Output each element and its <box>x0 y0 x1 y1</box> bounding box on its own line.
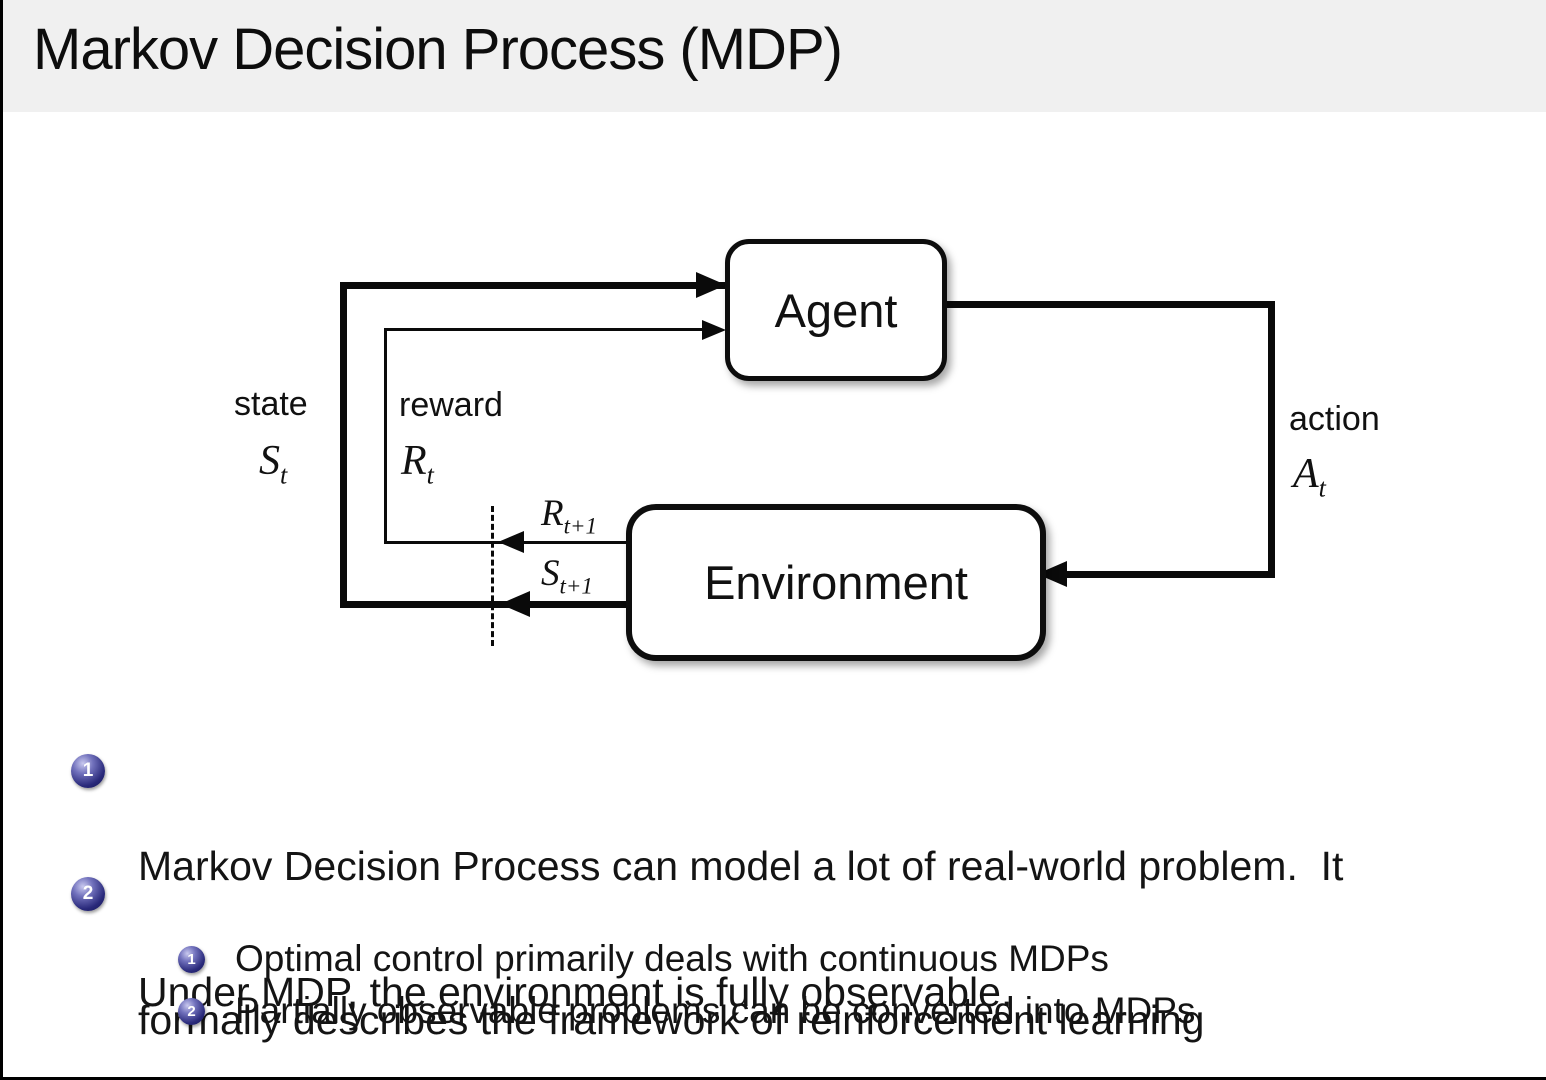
state-line-top <box>340 282 725 289</box>
page-title: Markov Decision Process (MDP) <box>33 17 843 82</box>
next-state-line <box>340 601 628 608</box>
state-label: state <box>234 385 308 423</box>
mdp-diagram: Agent Environment state St reward Rt act… <box>3 0 1546 700</box>
reward-label: reward <box>399 386 503 424</box>
sub-bullet-1-text: Optimal control primarily deals with con… <box>235 938 1109 979</box>
action-label: action <box>1289 400 1380 438</box>
environment-label: Environment <box>704 556 968 609</box>
time-boundary-dashed-line <box>491 506 494 646</box>
sub-bullet-2-text: Partially observable problems can be con… <box>235 990 1196 1031</box>
sub-bullet-2-badge: 2 <box>178 998 205 1025</box>
reward-line-top <box>384 328 704 331</box>
bullet-1-badge: 1 <box>71 754 105 788</box>
state-symbol: St <box>259 438 288 490</box>
next-state-arrowhead <box>500 591 530 617</box>
environment-box: Environment <box>626 504 1046 661</box>
agent-label: Agent <box>774 283 898 337</box>
sub-bullet-1-badge: 1 <box>178 946 205 973</box>
next-reward-arrowhead <box>498 531 524 553</box>
bullet-2-text: Under MDP, the environment is fully obse… <box>138 969 1013 1015</box>
action-line-bottom <box>1061 571 1275 578</box>
reward-arrowhead-into-agent <box>702 320 726 340</box>
action-line-top <box>933 301 1275 308</box>
state-line-left-vertical <box>340 282 347 608</box>
action-line-right-vertical <box>1268 301 1275 578</box>
next-reward-symbol: Rt+1 <box>541 493 598 539</box>
action-symbol: At <box>1293 451 1326 503</box>
title-bar: Markov Decision Process (MDP) <box>3 0 1546 112</box>
next-state-symbol: St+1 <box>541 553 593 599</box>
reward-symbol: Rt <box>401 438 434 490</box>
state-arrowhead-into-agent <box>696 272 726 298</box>
bullet-2-badge: 2 <box>71 877 105 911</box>
bullet-1-text: Markov Decision Process can model a lot … <box>138 843 1344 1043</box>
reward-line-left-vertical <box>384 328 387 544</box>
agent-box: Agent <box>725 239 947 381</box>
